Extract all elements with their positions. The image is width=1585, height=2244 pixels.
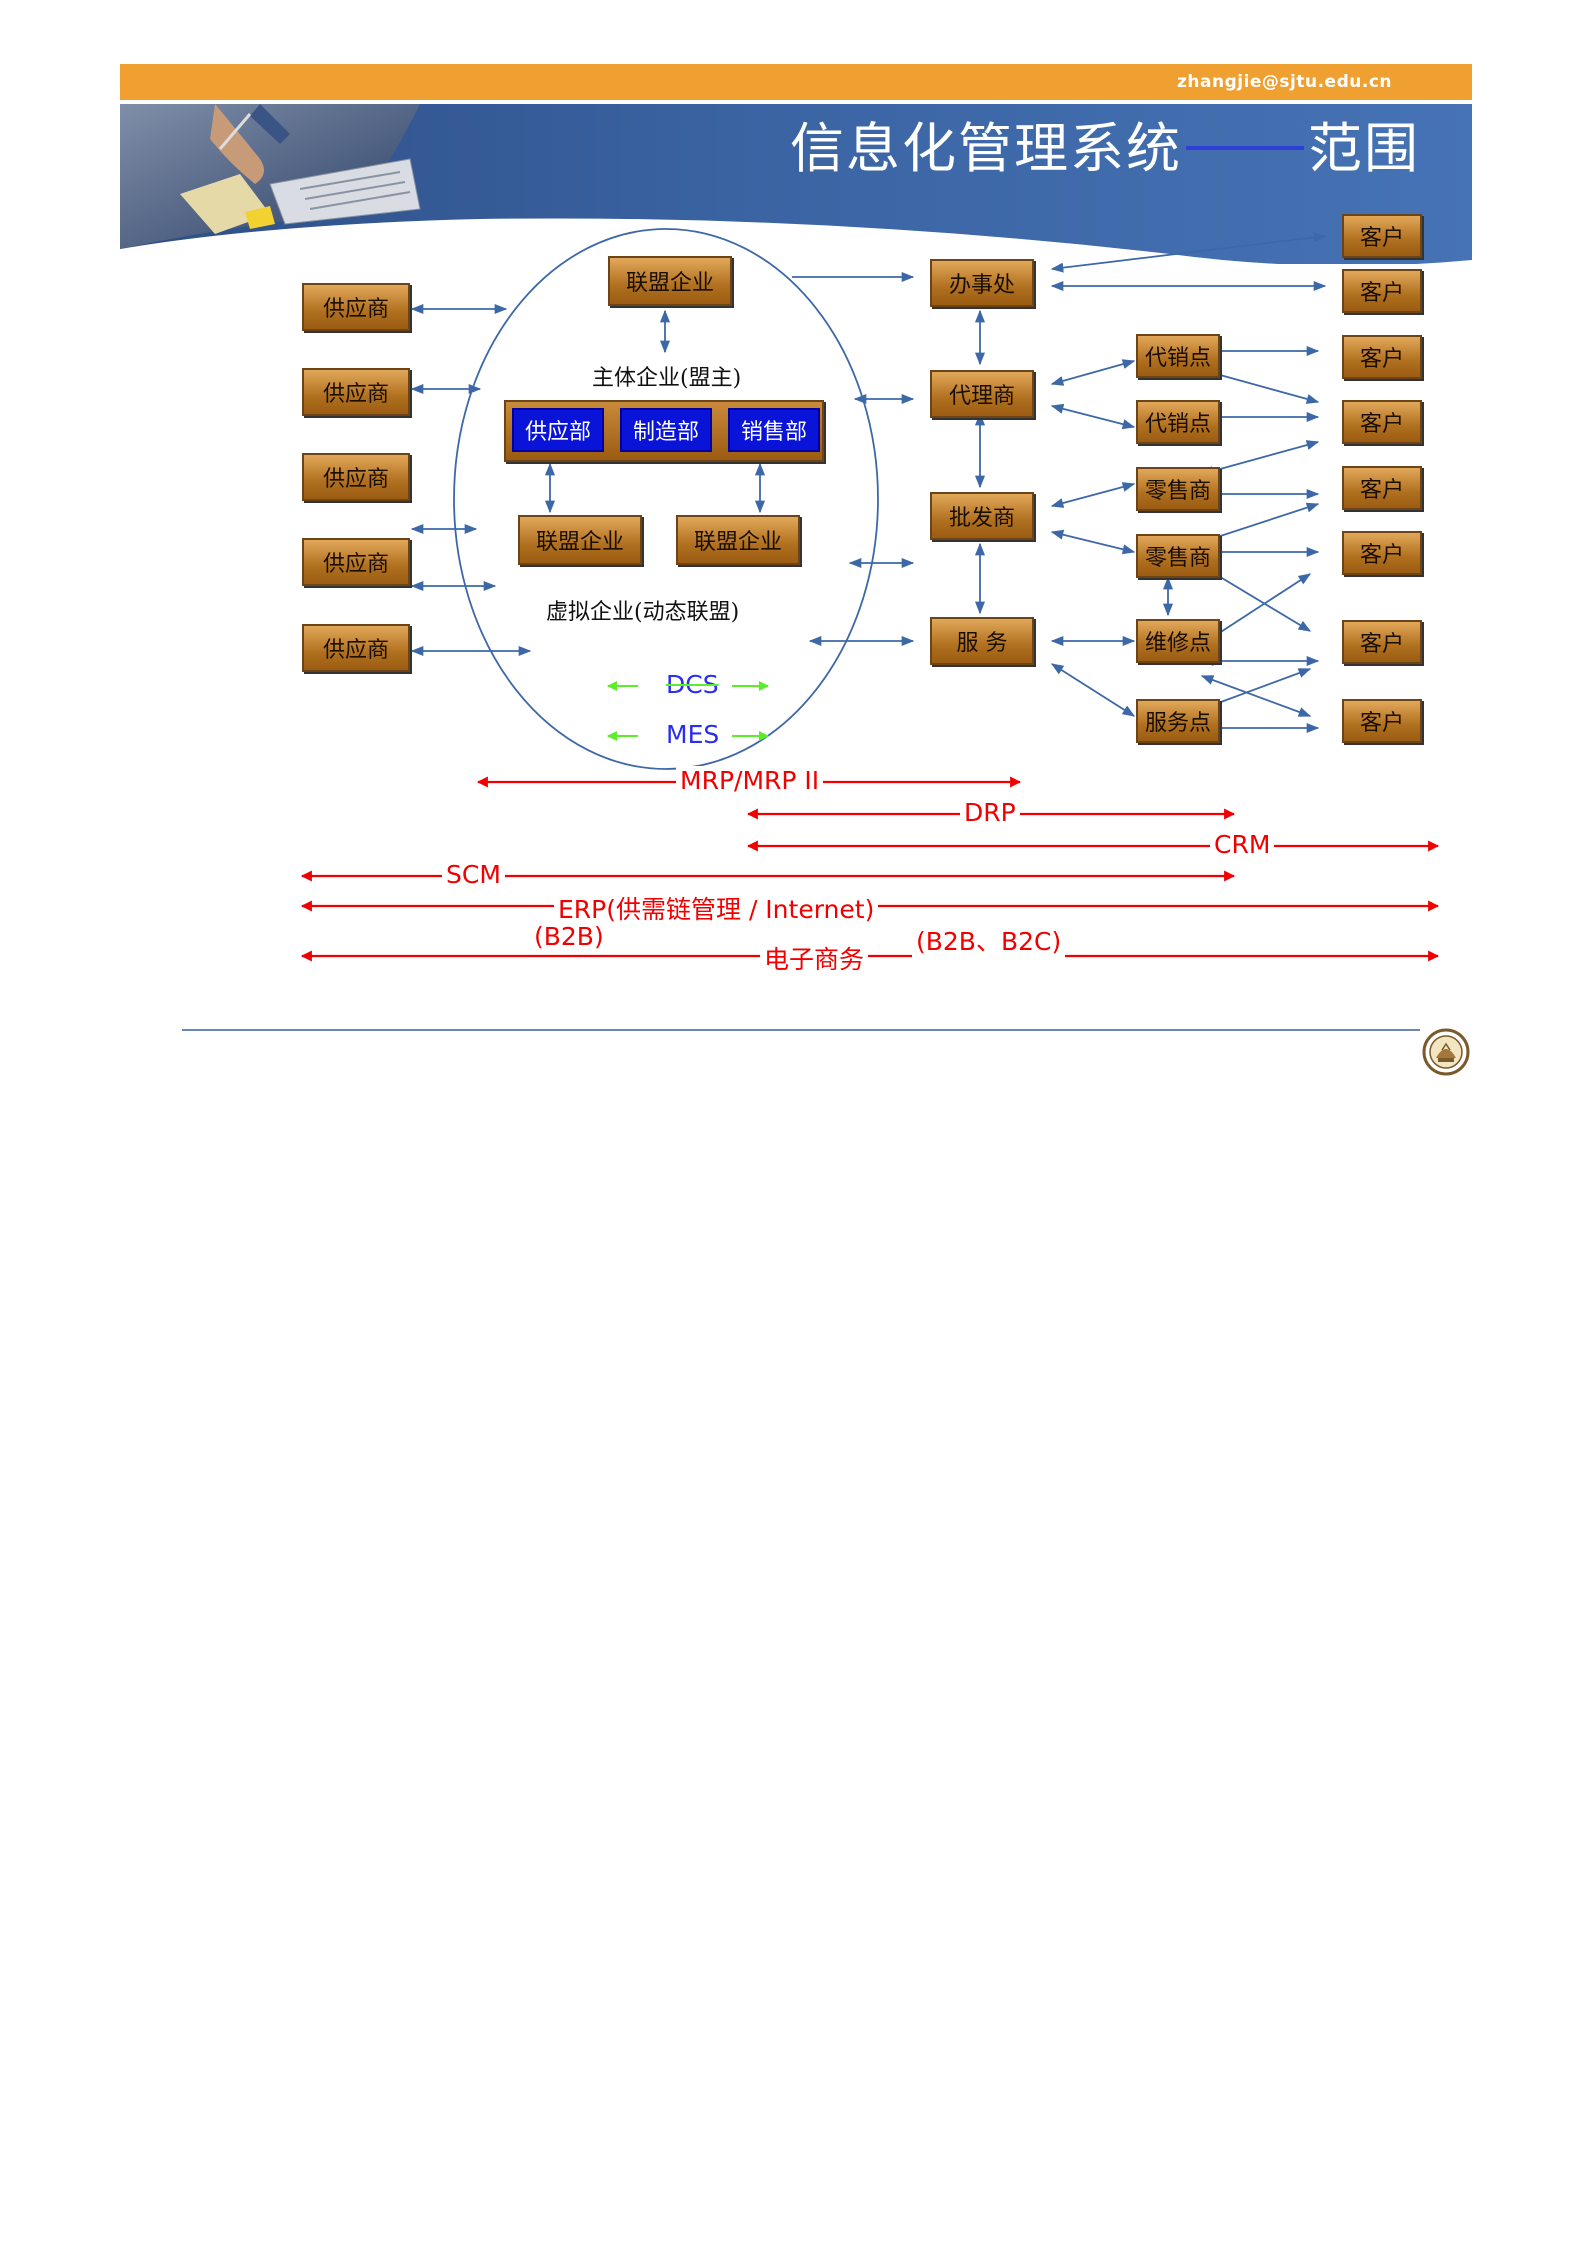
dept-manufacturing: 制造部: [620, 408, 712, 452]
customer-box: 客户: [1342, 466, 1422, 510]
supplier-box: 供应商: [302, 453, 410, 501]
outlet-consignment: 代销点: [1136, 400, 1220, 444]
alliance-enterprise-left: 联盟企业: [518, 515, 642, 565]
system-erp-label: ERP(供需链管理 / Internet): [554, 890, 879, 926]
ecommerce-label: 电子商务: [760, 940, 869, 976]
channel-agent: 代理商: [930, 370, 1034, 418]
supplier-box: 供应商: [302, 368, 410, 416]
customer-box: 客户: [1342, 214, 1422, 258]
keyboard-photo-icon: [120, 104, 421, 249]
outlet-service-point: 服务点: [1136, 699, 1220, 743]
title-left: 信息化管理系统: [790, 117, 1182, 180]
customer-box: 客户: [1342, 620, 1422, 664]
virtual-enterprise-label: 虚拟企业(动态联盟): [546, 600, 740, 625]
footer-rule: [182, 1029, 1420, 1031]
author-email: zhangjie@sjtu.edu.cn: [1177, 72, 1392, 92]
dept-sales: 销售部: [728, 408, 820, 452]
alliance-enterprise-right: 联盟企业: [676, 515, 800, 565]
channel-wholesaler: 批发商: [930, 492, 1034, 540]
customer-box: 客户: [1342, 335, 1422, 379]
outlet-retailer: 零售商: [1136, 467, 1220, 511]
outlet-consignment: 代销点: [1136, 334, 1220, 378]
connector-lines: [300, 228, 1440, 962]
outlet-repair: 维修点: [1136, 619, 1220, 663]
alliance-enterprise-top: 联盟企业: [608, 256, 732, 306]
university-seal-icon: [1422, 1028, 1470, 1076]
main-enterprise-label: 主体企业(盟主): [592, 366, 742, 391]
customer-box: 客户: [1342, 269, 1422, 313]
system-mrp-label: MRP/MRP II: [676, 766, 824, 795]
supplier-box: 供应商: [302, 538, 410, 586]
supplier-box: 供应商: [302, 283, 410, 331]
outlet-retailer: 零售商: [1136, 534, 1220, 578]
system-crm-label: CRM: [1210, 830, 1275, 859]
channel-office: 办事处: [930, 259, 1034, 307]
ecommerce-b2b-b2c-label: (B2B、B2C): [912, 922, 1066, 958]
dept-supply: 供应部: [512, 408, 604, 452]
system-dcs-label: DCS: [666, 670, 719, 699]
channel-service: 服 务: [930, 617, 1034, 665]
system-mes-label: MES: [666, 720, 720, 749]
page-title: 信息化管理系统 范围: [790, 104, 1420, 183]
header-banner: [120, 64, 1472, 264]
title-right: 范围: [1308, 117, 1420, 180]
slide: zhangjie@sjtu.edu.cn 信息化管理系统 范围: [120, 64, 1472, 1076]
system-scm-label: SCM: [442, 860, 505, 889]
system-drp-label: DRP: [960, 798, 1020, 827]
customer-box: 客户: [1342, 699, 1422, 743]
customer-box: 客户: [1342, 531, 1422, 575]
customer-box: 客户: [1342, 400, 1422, 444]
supplier-box: 供应商: [302, 624, 410, 672]
title-dash: [1186, 146, 1304, 151]
ecommerce-b2b-label: (B2B): [530, 922, 608, 951]
